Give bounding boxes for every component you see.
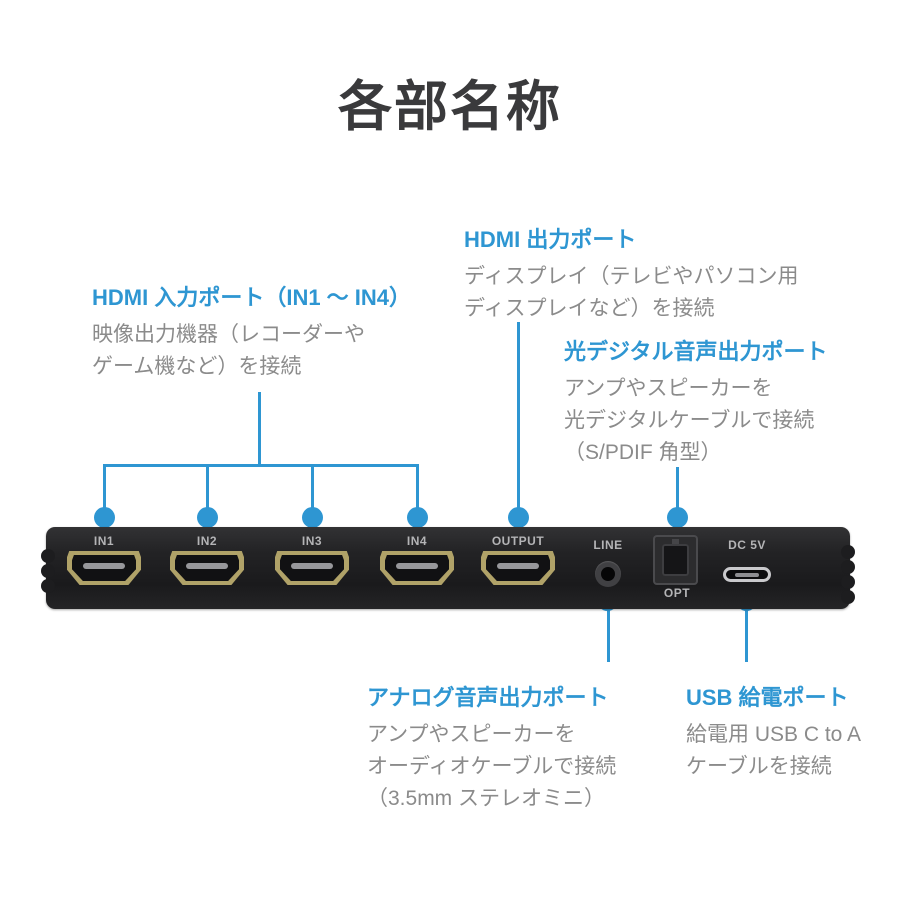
hdmi-port-in2	[170, 551, 244, 585]
callout-hdmi-output-heading: HDMI 出力ポート	[464, 227, 637, 252]
callout-usb-heading: USB 給電ポート	[686, 685, 849, 710]
line-audio-jack	[595, 561, 621, 587]
callout-optical-desc: アンプやスピーカーを	[564, 377, 773, 400]
callout-hdmi-output-desc: ディスプレイなど）を接続	[464, 297, 715, 320]
connector-line-dc	[745, 601, 748, 662]
connector-dot-in4	[407, 507, 428, 528]
port-label-line: LINE	[593, 538, 623, 552]
connector-line-in4	[416, 465, 419, 517]
connector-line-hdmi-in-bar	[103, 464, 419, 467]
connector-dot-in3	[302, 507, 323, 528]
connector-line-line	[607, 601, 610, 662]
port-label-in2: IN2	[196, 534, 218, 548]
grip-bump	[841, 560, 855, 574]
callout-analog-desc: オーディオケーブルで接続	[367, 755, 617, 778]
optical-port-cavity	[662, 544, 689, 576]
grip-bump	[41, 549, 55, 563]
callout-optical: 光デジタル音声出力ポート アンプやスピーカーを 光デジタルケーブルで接続 （S/…	[564, 334, 828, 469]
port-label-in4: IN4	[406, 534, 428, 548]
port-label-in3: IN3	[301, 534, 323, 548]
callout-analog: アナログ音声出力ポート アンプやスピーカーを オーディオケーブルで接続 （3.5…	[367, 680, 616, 815]
port-label-opt: OPT	[663, 586, 691, 600]
hdmi-port-in1	[67, 551, 141, 585]
port-label-output: OUTPUT	[491, 534, 545, 548]
usb-c-power-port	[723, 567, 771, 582]
callout-hdmi-output: HDMI 出力ポート ディスプレイ（テレビやパソコン用 ディスプレイなど）を接続	[464, 222, 799, 325]
callout-hdmi-input-desc: ゲーム機など）を接続	[92, 355, 302, 378]
grip-bump	[841, 545, 855, 559]
callout-usb-desc: ケーブルを接続	[686, 755, 832, 778]
connector-line-in3	[311, 465, 314, 517]
grip-bump	[841, 575, 855, 589]
callout-optical-desc: （S/PDIF 角型）	[564, 441, 722, 464]
optical-port-notch	[672, 539, 679, 547]
callout-analog-heading: アナログ音声出力ポート	[367, 685, 609, 710]
callout-analog-desc: （3.5mm ステレオミニ）	[367, 787, 606, 810]
hdmi-port-tongue	[186, 563, 228, 569]
grip-bump	[841, 590, 855, 604]
port-label-dc5v: DC 5V	[728, 538, 766, 552]
callout-hdmi-output-desc: ディスプレイ（テレビやパソコン用	[464, 265, 799, 288]
hdmi-port-in3	[275, 551, 349, 585]
connector-line-output	[517, 322, 520, 517]
callout-usb-desc: 給電用 USB C to A	[686, 723, 862, 746]
connector-dot-in2	[197, 507, 218, 528]
callout-usb: USB 給電ポート 給電用 USB C to A ケーブルを接続	[686, 680, 861, 783]
hdmi-port-in4	[380, 551, 454, 585]
grip-bump	[41, 564, 55, 578]
grip-bump	[41, 579, 55, 593]
line-audio-jack-hole	[601, 567, 615, 581]
usb-c-port-tongue	[735, 572, 759, 577]
connector-dot-opt	[667, 507, 688, 528]
hdmi-port-tongue	[497, 563, 539, 569]
connector-dot-output	[508, 507, 529, 528]
callout-hdmi-input-desc: 映像出力機器（レコーダーや	[92, 323, 365, 346]
hdmi-port-tongue	[291, 563, 333, 569]
hdmi-port-output	[481, 551, 555, 585]
callout-hdmi-input: HDMI 入力ポート（IN1 ～ IN4） 映像出力機器（レコーダーや ゲーム機…	[92, 280, 411, 383]
hdmi-port-tongue	[83, 563, 125, 569]
hdmi-port-tongue	[396, 563, 438, 569]
connector-dot-in1	[94, 507, 115, 528]
page-title: 各部名称	[338, 77, 562, 137]
connector-line-opt	[676, 467, 679, 517]
port-label-in1: IN1	[93, 534, 115, 548]
callout-analog-desc: アンプやスピーカーを	[367, 723, 576, 746]
callout-optical-desc: 光デジタルケーブルで接続	[564, 409, 815, 432]
connector-line-hdmi-in-stem	[258, 392, 261, 466]
hdmi-switcher-rear-panel: IN1 IN2 IN3 IN4 OUTPUT	[41, 527, 855, 609]
callout-optical-heading: 光デジタル音声出力ポート	[564, 339, 828, 364]
connector-line-in2	[206, 465, 209, 517]
optical-audio-port	[653, 535, 698, 585]
connector-line-in1	[103, 465, 106, 517]
callout-hdmi-input-heading: HDMI 入力ポート（IN1 ～ IN4）	[92, 285, 412, 310]
